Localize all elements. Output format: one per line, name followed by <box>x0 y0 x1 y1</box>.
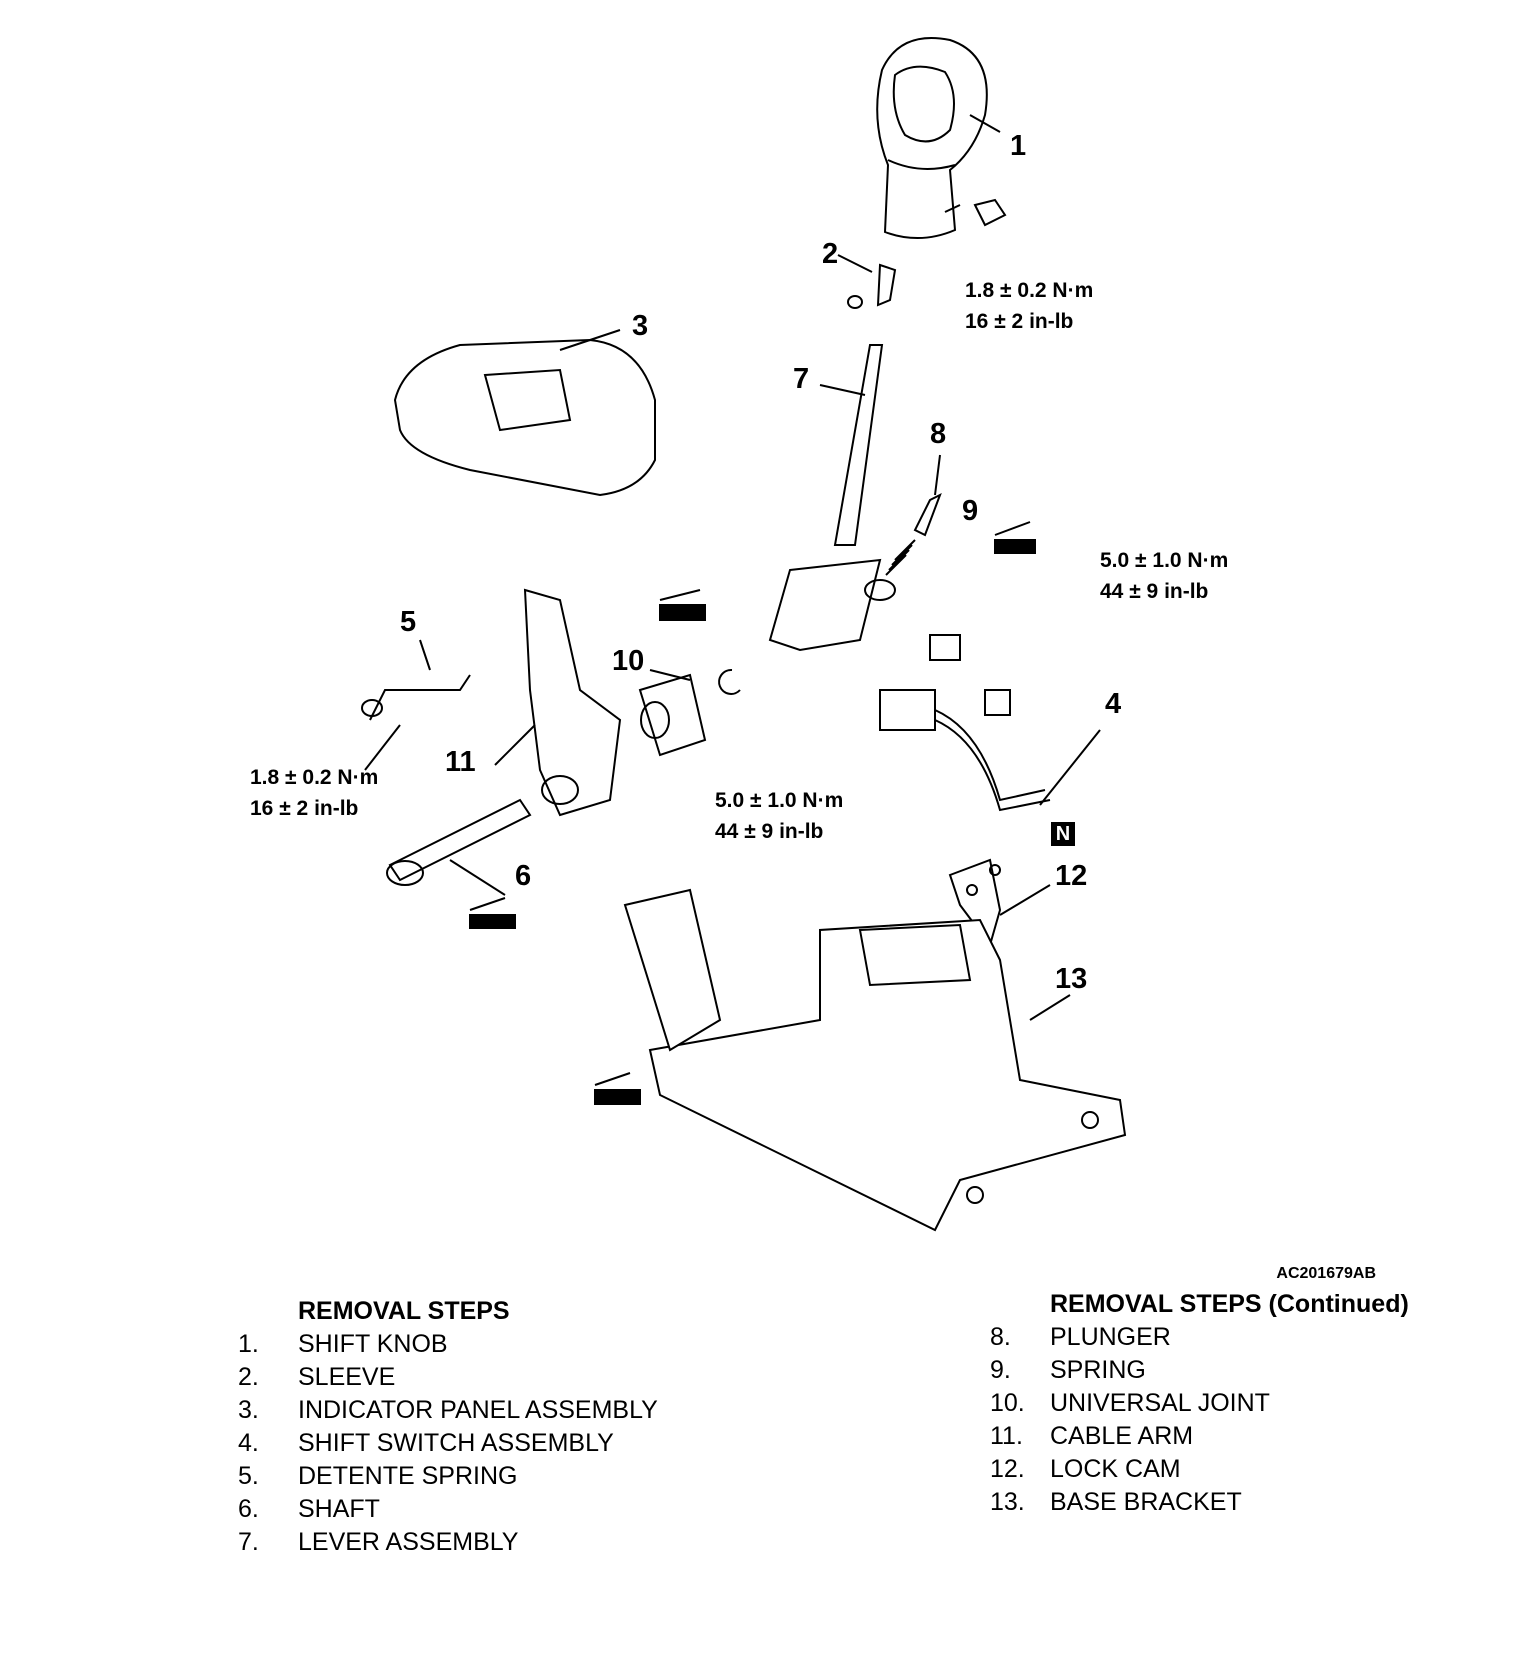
step-number: 8. <box>990 1323 1011 1351</box>
step-number: 9. <box>990 1356 1011 1384</box>
removal-steps-list: REMOVAL STEPS 1. SHIFT KNOB 2. SLEEVE 3. IN… <box>238 1295 658 1559</box>
sleeve-part <box>837 254 897 309</box>
torque-metric: 5.0 ± 1.0 N·m <box>1100 549 1229 572</box>
callout-3: 3 <box>632 310 649 342</box>
step-number: 3. <box>238 1396 259 1424</box>
removal-steps-continued-title: REMOVAL STEPS (Continued) <box>1050 1290 1409 1318</box>
step-number: 11. <box>990 1422 1023 1450</box>
lever-assembly-part <box>768 344 896 652</box>
base-bracket-part <box>623 888 1127 1232</box>
plunger-part <box>913 454 942 537</box>
step-number: 4. <box>238 1429 259 1457</box>
torque-spec-switch-upper: 5.0 ± 1.0 N·m 44 ± 9 in-lb <box>1100 545 1228 607</box>
step-label: CABLE ARM <box>1050 1422 1194 1450</box>
step-label: SHIFT KNOB <box>298 1330 448 1358</box>
spring-part <box>885 539 916 576</box>
list-item: 8. PLUNGER <box>990 1321 1409 1354</box>
torque-metric: 1.8 ± 0.2 N·m <box>250 766 379 789</box>
callout-2: 2 <box>822 238 839 270</box>
step-number: 10. <box>990 1389 1025 1417</box>
list-item: 7. LEVER ASSEMBLY <box>238 1526 658 1559</box>
step-number: 5. <box>238 1462 259 1490</box>
torque-imperial: 16 ± 2 in-lb <box>250 797 359 820</box>
step-number: 12. <box>990 1455 1025 1483</box>
list-item: 2. SLEEVE <box>238 1361 658 1394</box>
callout-8: 8 <box>930 418 947 450</box>
torque-imperial: 44 ± 9 in-lb <box>715 820 824 843</box>
torque-spec-detente: 1.8 ± 0.2 N·m 16 ± 2 in-lb <box>250 762 378 824</box>
grease-icon <box>469 897 516 929</box>
callout-7: 7 <box>793 363 810 395</box>
callout-10: 10 <box>612 645 645 677</box>
figure-id: AC201679AB <box>1276 1265 1376 1282</box>
step-label: SHAFT <box>298 1495 380 1523</box>
step-label: LOCK CAM <box>1050 1455 1181 1483</box>
list-item: 10. UNIVERSAL JOINT <box>990 1387 1409 1420</box>
list-item: 13. BASE BRACKET <box>990 1486 1409 1519</box>
grease-icon <box>994 521 1036 554</box>
step-number: 13. <box>990 1488 1025 1516</box>
shaft-part <box>386 798 532 896</box>
callout-13: 13 <box>1055 963 1088 995</box>
step-number: 7. <box>238 1528 259 1556</box>
lock-cam-part <box>948 858 1051 948</box>
shift-switch-assembly-part <box>879 634 1101 812</box>
grease-icon <box>594 1072 641 1105</box>
removal-steps-title: REMOVAL STEPS <box>298 1297 510 1325</box>
step-label: INDICATOR PANEL ASSEMBLY <box>298 1396 658 1424</box>
universal-joint-part <box>638 668 741 757</box>
step-label: UNIVERSAL JOINT <box>1050 1389 1270 1417</box>
step-label: PLUNGER <box>1050 1323 1171 1351</box>
callout-6: 6 <box>515 860 532 892</box>
exploded-view-diagram <box>361 37 1127 1232</box>
detente-spring-part <box>361 639 471 771</box>
shift-knob-part <box>876 37 1007 240</box>
list-item: 5. DETENTE SPRING <box>238 1460 658 1493</box>
step-label: SLEEVE <box>298 1363 396 1391</box>
step-label: SHIFT SWITCH ASSEMBLY <box>298 1429 614 1457</box>
removal-steps-continued-list: REMOVAL STEPS (Continued) 8. PLUNGER 9. SP… <box>990 1288 1409 1519</box>
callout-4: 4 <box>1105 688 1122 720</box>
list-item: 9. SPRING <box>990 1354 1409 1387</box>
list-item: 11. CABLE ARM <box>990 1420 1409 1453</box>
step-label: LEVER ASSEMBLY <box>298 1528 519 1556</box>
callout-11: 11 <box>445 746 476 778</box>
grease-icon <box>659 589 706 621</box>
step-label: SPRING <box>1050 1356 1146 1384</box>
callout-1: 1 <box>1010 130 1027 162</box>
n-badge: N <box>1051 822 1075 846</box>
torque-imperial: 16 ± 2 in-lb <box>965 310 1074 333</box>
step-number: 2. <box>238 1363 259 1391</box>
torque-imperial: 44 ± 9 in-lb <box>1100 580 1209 603</box>
list-item: 3. INDICATOR PANEL ASSEMBLY <box>238 1394 658 1427</box>
torque-metric: 1.8 ± 0.2 N·m <box>965 279 1094 302</box>
cable-arm-part <box>494 588 622 817</box>
list-item: 12. LOCK CAM <box>990 1453 1409 1486</box>
list-item: 6. SHAFT <box>238 1493 658 1526</box>
torque-spec-knob: 1.8 ± 0.2 N·m 16 ± 2 in-lb <box>965 275 1093 337</box>
list-item: 4. SHIFT SWITCH ASSEMBLY <box>238 1427 658 1460</box>
list-item: 1. SHIFT KNOB <box>238 1328 658 1361</box>
callout-12: 12 <box>1055 860 1088 892</box>
indicator-panel-part <box>393 329 656 497</box>
callout-9: 9 <box>962 495 979 527</box>
step-number: 6. <box>238 1495 259 1523</box>
step-number: 1. <box>238 1330 259 1358</box>
step-label: BASE BRACKET <box>1050 1488 1242 1516</box>
torque-spec-switch-lower: 5.0 ± 1.0 N·m 44 ± 9 in-lb <box>715 785 843 847</box>
torque-metric: 5.0 ± 1.0 N·m <box>715 789 844 812</box>
step-label: DETENTE SPRING <box>298 1462 518 1490</box>
callout-5: 5 <box>400 606 417 638</box>
